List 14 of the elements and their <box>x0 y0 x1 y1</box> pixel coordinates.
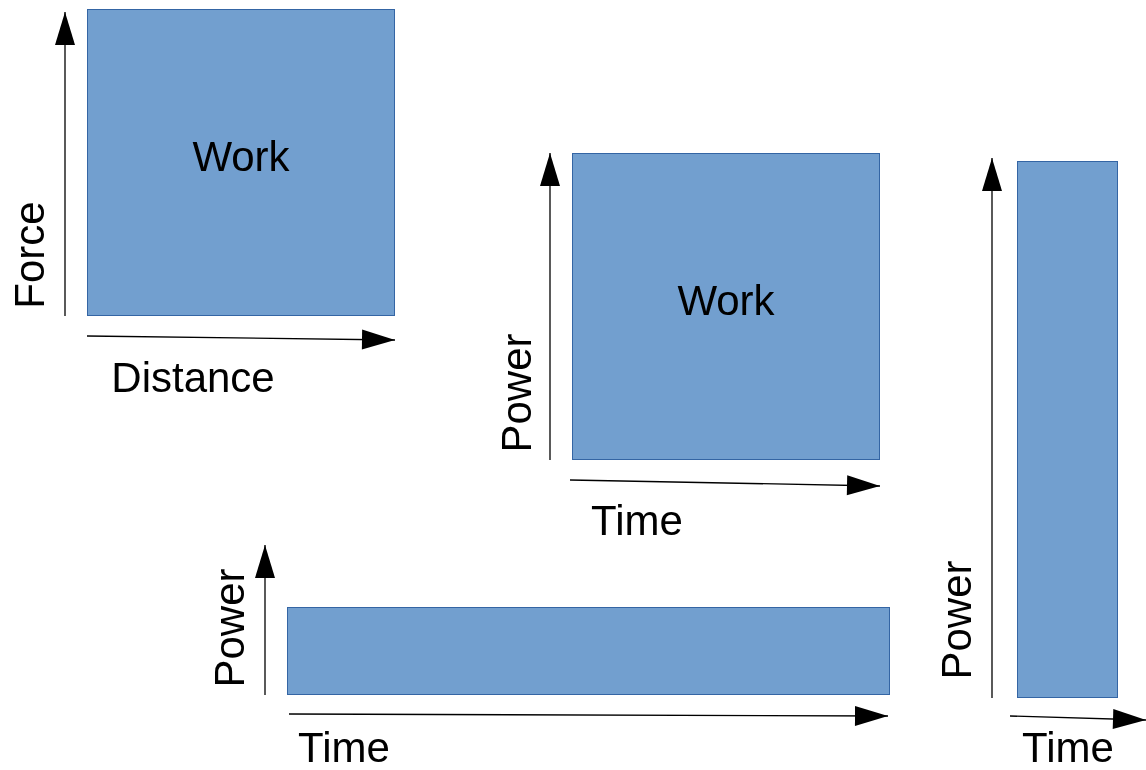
axis-label: Time <box>1022 727 1114 769</box>
area-rectangle <box>87 9 395 316</box>
area-rectangle <box>572 153 880 460</box>
rectangle <box>287 607 890 695</box>
axis-label: Power <box>496 333 538 453</box>
area-label: Work <box>192 136 290 178</box>
axis-label: Power <box>209 568 251 688</box>
axis-label: Force <box>9 201 51 309</box>
axis-label: Time <box>298 727 390 769</box>
axis-label: Time <box>591 500 683 542</box>
area-label: Work <box>677 280 775 322</box>
axis-label: Distance <box>111 357 275 399</box>
rectangle <box>1017 161 1118 698</box>
axis-label: Power <box>936 560 978 680</box>
